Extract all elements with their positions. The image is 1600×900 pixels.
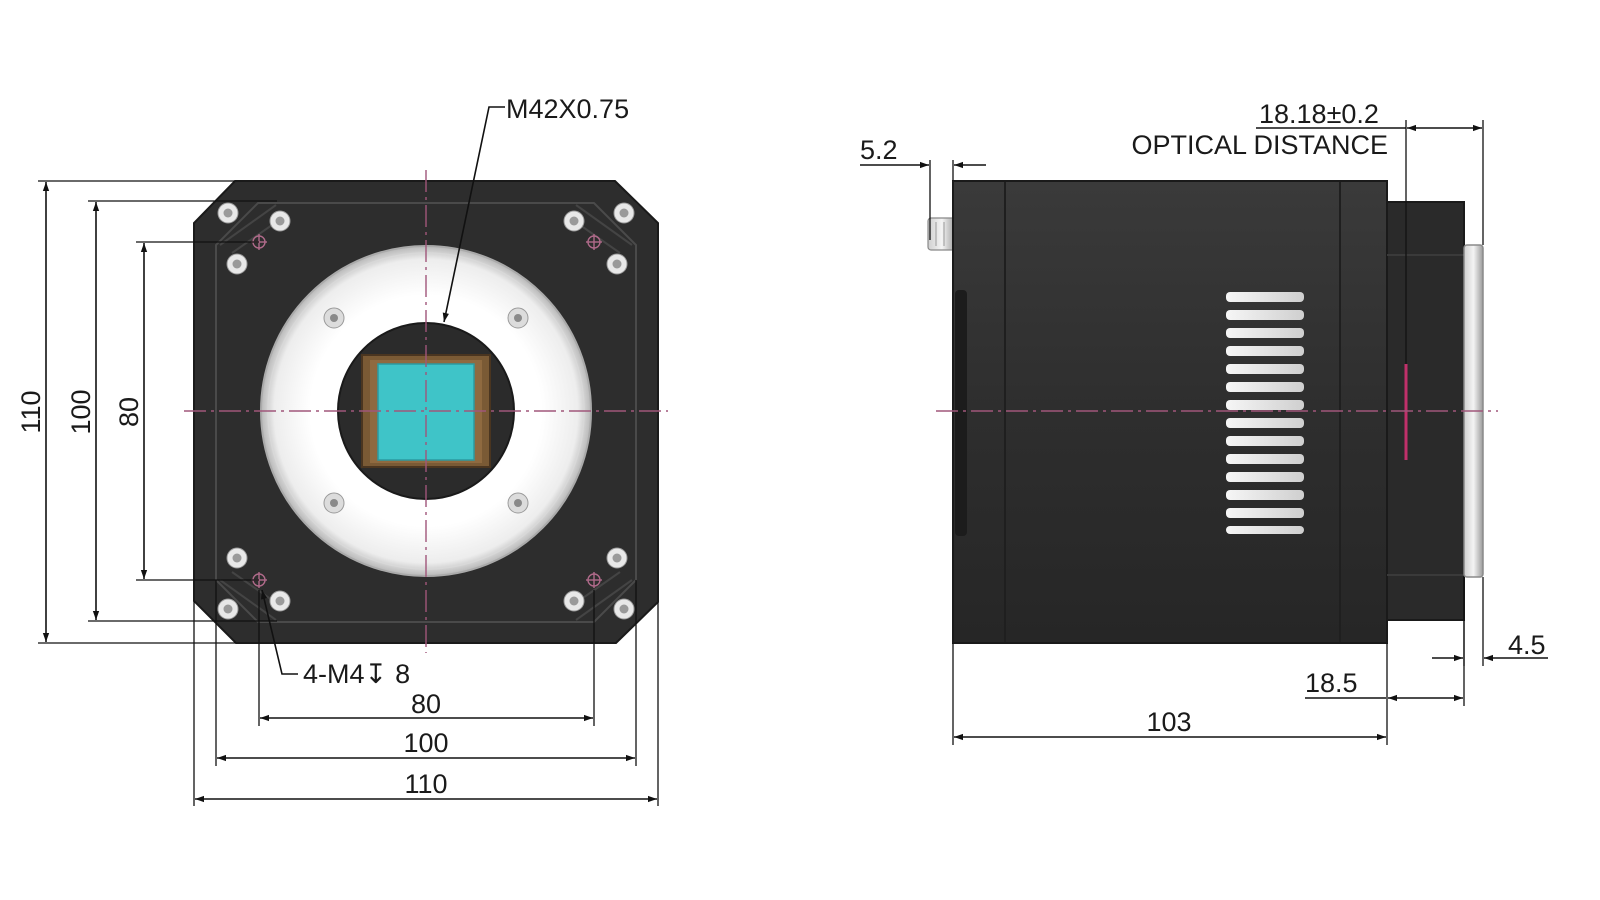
screw-icon — [226, 547, 248, 569]
screw-icon — [217, 598, 239, 620]
rear-recess — [955, 290, 967, 536]
hole-callout: 4-M4↧8 — [303, 659, 410, 689]
screw-icon — [226, 253, 248, 275]
dim-height-outer: 110 — [16, 390, 46, 433]
dim-width-inner: 80 — [411, 689, 441, 719]
dim-width-outer: 110 — [404, 769, 447, 799]
dim-width-mid: 100 — [403, 728, 448, 758]
sensor — [377, 363, 475, 461]
screw-icon — [217, 202, 239, 224]
front-view: M42X0.75 4-M4↧8 110 100 80 80 — [16, 94, 668, 806]
screw-icons — [217, 202, 635, 620]
screw-icon — [507, 307, 529, 329]
screw-icon — [563, 590, 585, 612]
connector-dimension: 5.2 — [860, 135, 986, 240]
thread-leader — [442, 106, 505, 323]
screw-icon — [606, 547, 628, 569]
connector-dim-label: 5.2 — [860, 135, 898, 165]
mount-dim-label: 18.5 — [1305, 668, 1358, 698]
screw-icon — [563, 210, 585, 232]
optical-distance-dimension: 18.18±0.2 OPTICAL DISTANCE — [1131, 99, 1484, 364]
side-body — [952, 180, 1388, 644]
front-vertical-dimensions: 110 100 80 — [16, 180, 277, 644]
screw-icon — [507, 492, 529, 514]
screw-icon — [323, 307, 345, 329]
screw-icon — [613, 598, 635, 620]
cooling-fins — [1226, 292, 1304, 534]
ring-screw-icons — [323, 307, 529, 514]
screw-icon — [606, 253, 628, 275]
screw-icon — [269, 590, 291, 612]
front-horizontal-dimensions: 80 100 110 — [193, 580, 659, 806]
flange-dim-label: 4.5 — [1508, 630, 1546, 660]
hole-leader — [261, 589, 298, 675]
screw-icon — [269, 210, 291, 232]
dim-height-mid: 100 — [66, 389, 96, 434]
mount-dimension: 18.5 — [1305, 620, 1465, 745]
optical-distance-label: OPTICAL DISTANCE — [1131, 130, 1388, 160]
connector — [927, 217, 957, 251]
body-length-label: 103 — [1146, 707, 1191, 737]
dim-height-inner: 80 — [114, 397, 144, 427]
optical-distance-value: 18.18±0.2 — [1259, 99, 1379, 129]
thread-callout: M42X0.75 — [506, 94, 629, 124]
screw-icon — [323, 492, 345, 514]
flange-dimension: 4.5 — [1432, 577, 1548, 666]
body-length-dimension: 103 — [952, 643, 1386, 745]
side-view: 5.2 18.18±0.2 OPTICAL DISTANCE 4.5 18.5 — [860, 99, 1548, 745]
screw-icon — [613, 202, 635, 224]
